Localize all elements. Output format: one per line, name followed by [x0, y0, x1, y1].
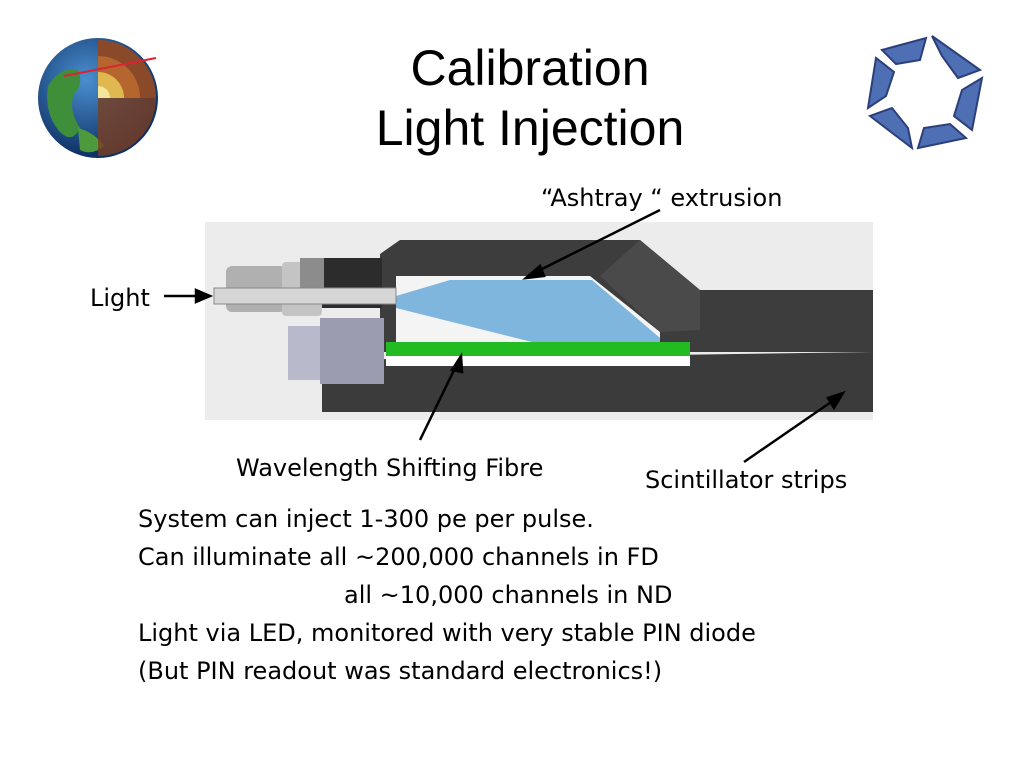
title-line-2: Light Injection: [375, 100, 685, 156]
swirl-star-icon: [866, 35, 984, 151]
ashtray-extrusion: [380, 240, 873, 352]
body-line-4: Light via LED, monitored with very stabl…: [138, 619, 756, 647]
wls-fibre-base: [386, 356, 690, 366]
body-line-3: all ~10,000 channels in ND: [344, 581, 673, 609]
extrusion-cavity: [396, 276, 660, 350]
wls-fibre-label: Wavelength Shifting Fibre: [236, 454, 544, 482]
light-cone: [396, 280, 660, 346]
body-line-2: Can illuminate all ~200,000 channels in …: [138, 543, 659, 571]
title-line-1: Calibration: [410, 40, 650, 96]
body-line-1: System can inject 1-300 pe per pulse.: [138, 505, 594, 533]
connector-flange: [320, 318, 384, 384]
scintillator-strip: [322, 352, 873, 412]
connector-nut: [300, 258, 324, 288]
mount-block: [322, 258, 382, 308]
body-line-5: (But PIN readout was standard electronic…: [138, 657, 663, 685]
wls-fibre: [386, 342, 690, 356]
light-fibre: [213, 287, 397, 305]
diagram-background: [205, 222, 873, 420]
extrusion-lip: [600, 240, 700, 332]
connector-body-2: [282, 262, 322, 316]
body-text: System can inject 1-300 pe per pulse. Ca…: [138, 500, 756, 690]
connector-body-1: [226, 266, 286, 312]
scintillator-label: Scintillator strips: [645, 466, 848, 494]
earth-globe-icon: [38, 38, 158, 158]
connector-housing: [288, 326, 380, 380]
light-label: Light: [90, 284, 150, 312]
slide-title: Calibration Light Injection: [300, 38, 760, 158]
ashtray-label: “Ashtray “ extrusion: [541, 184, 783, 212]
